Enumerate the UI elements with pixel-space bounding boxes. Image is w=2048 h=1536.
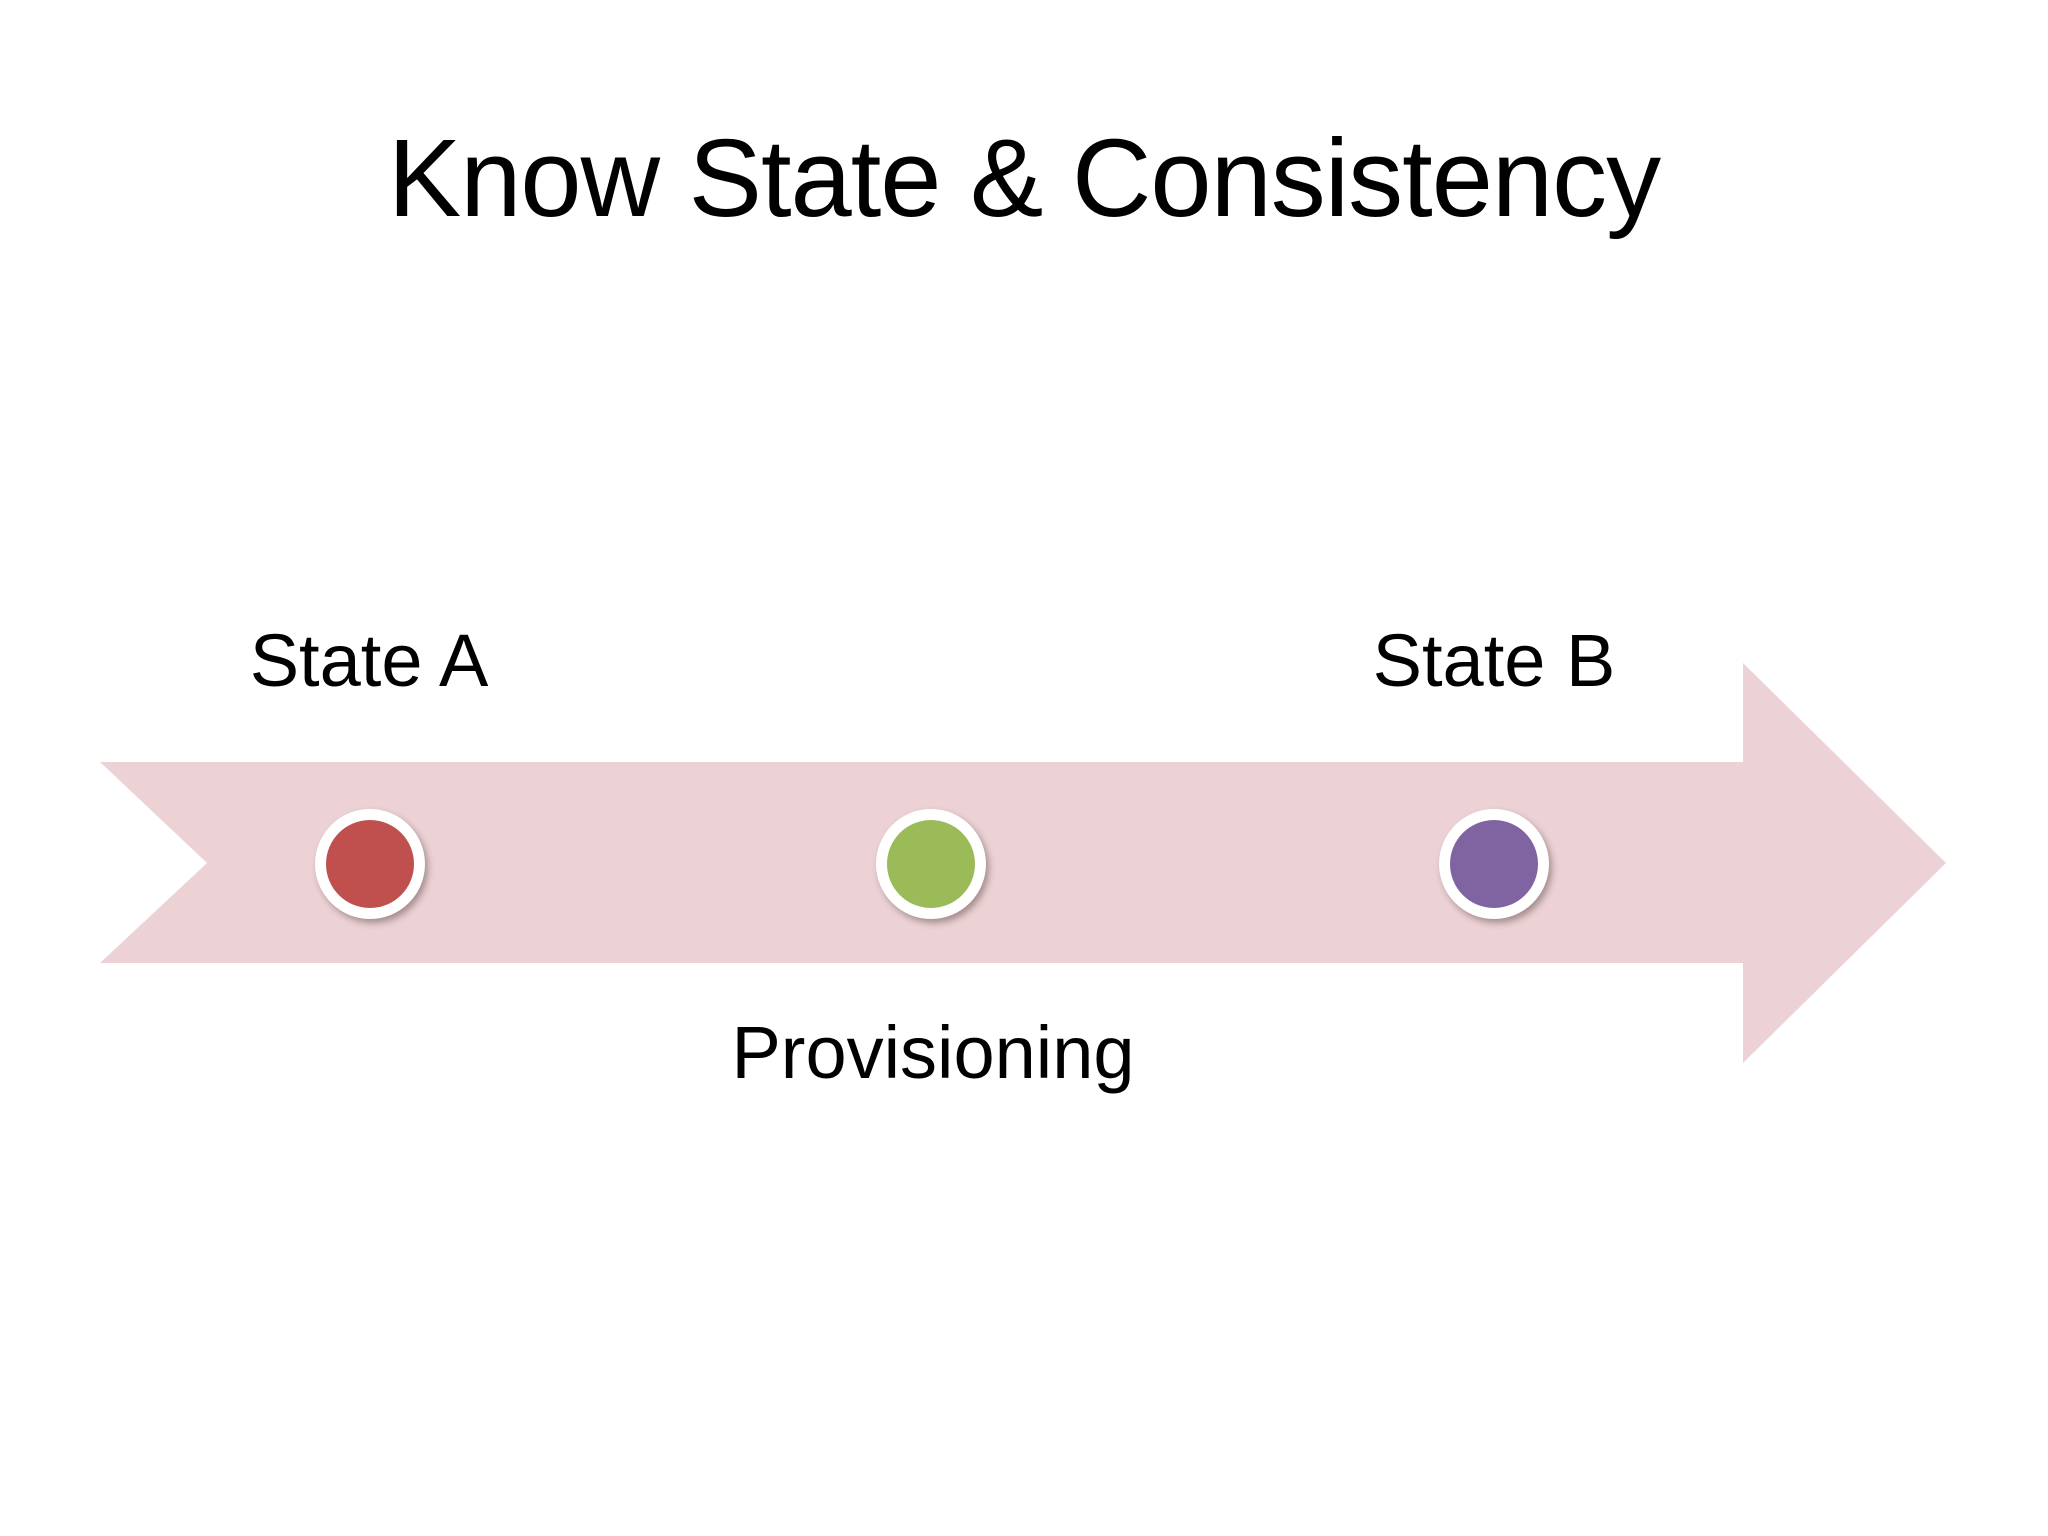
timeline-arrow-shape [100, 663, 1946, 1063]
milestone-label-provisioning: Provisioning [731, 1011, 1135, 1094]
milestone-dot-state-a-fill [326, 820, 414, 908]
milestone-dot-state-b [1439, 809, 1549, 919]
slide-title: Know State & Consistency [387, 117, 1661, 240]
milestone-dot-provisioning [876, 809, 986, 919]
milestone-dot-provisioning-fill [887, 820, 975, 908]
milestone-label-state-a: State A [249, 619, 489, 702]
milestone-label-state-b: State B [1372, 619, 1616, 702]
milestone-dot-state-b-fill [1450, 820, 1538, 908]
milestone-dot-state-a [315, 809, 425, 919]
